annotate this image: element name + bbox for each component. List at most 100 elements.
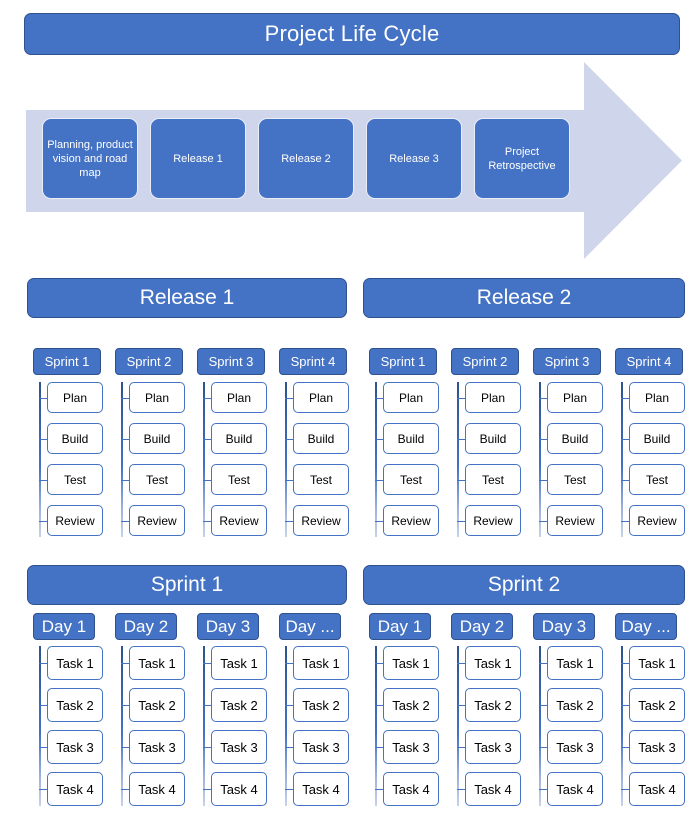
sprint-phase-list: Plan Build Test Review — [197, 382, 267, 537]
node-test[interactable]: Test — [285, 464, 349, 495]
node-test[interactable]: Test — [539, 464, 603, 495]
sprint-phase-list: Plan Build Test Review — [533, 382, 603, 537]
phase-box-planning[interactable]: Planning, product vision and road map — [42, 118, 138, 199]
sprint-phase-list: Plan Build Test Review — [115, 382, 185, 537]
node-test[interactable]: Test — [121, 464, 185, 495]
node-task-3[interactable]: Task 3 — [203, 730, 267, 764]
release-1-sprint-3-column: Sprint 3 Plan Build Test Review — [197, 348, 267, 537]
node-task-3[interactable]: Task 3 — [285, 730, 349, 764]
node-task-1[interactable]: Task 1 — [203, 646, 267, 680]
node-plan[interactable]: Plan — [621, 382, 685, 413]
phase-box-release-3[interactable]: Release 3 — [366, 118, 462, 199]
sprint-phase-list: Plan Build Test Review — [33, 382, 103, 537]
column-header-sprint-4[interactable]: Sprint 4 — [279, 348, 347, 375]
node-plan[interactable]: Plan — [285, 382, 349, 413]
node-task-3[interactable]: Task 3 — [621, 730, 685, 764]
node-task-1[interactable]: Task 1 — [539, 646, 603, 680]
column-header-day-2[interactable]: Day 2 — [451, 613, 513, 640]
node-task-4[interactable]: Task 4 — [39, 772, 103, 806]
node-task-4[interactable]: Task 4 — [621, 772, 685, 806]
node-build[interactable]: Build — [39, 423, 103, 454]
node-task-1[interactable]: Task 1 — [39, 646, 103, 680]
node-review[interactable]: Review — [39, 505, 103, 536]
node-build[interactable]: Build — [539, 423, 603, 454]
node-test[interactable]: Test — [375, 464, 439, 495]
node-review[interactable]: Review — [621, 505, 685, 536]
node-plan[interactable]: Plan — [375, 382, 439, 413]
node-task-1[interactable]: Task 1 — [375, 646, 439, 680]
node-task-3[interactable]: Task 3 — [375, 730, 439, 764]
node-review[interactable]: Review — [203, 505, 267, 536]
node-build[interactable]: Build — [457, 423, 521, 454]
node-build[interactable]: Build — [285, 423, 349, 454]
node-task-2[interactable]: Task 2 — [285, 688, 349, 722]
node-task-4[interactable]: Task 4 — [203, 772, 267, 806]
column-header-day-more[interactable]: Day ... — [279, 613, 341, 640]
sprint-1-header: Sprint 1 — [27, 565, 347, 605]
node-task-3[interactable]: Task 3 — [539, 730, 603, 764]
node-review[interactable]: Review — [375, 505, 439, 536]
node-task-2[interactable]: Task 2 — [203, 688, 267, 722]
column-header-sprint-3[interactable]: Sprint 3 — [197, 348, 265, 375]
node-task-2[interactable]: Task 2 — [375, 688, 439, 722]
column-header-day-1[interactable]: Day 1 — [369, 613, 431, 640]
column-header-day-more[interactable]: Day ... — [615, 613, 677, 640]
node-task-2[interactable]: Task 2 — [539, 688, 603, 722]
node-task-1[interactable]: Task 1 — [621, 646, 685, 680]
node-review[interactable]: Review — [121, 505, 185, 536]
sprint-phase-list: Plan Build Test Review — [369, 382, 439, 537]
node-plan[interactable]: Plan — [539, 382, 603, 413]
day-task-list: Task 1 Task 2 Task 3 Task 4 — [115, 646, 185, 806]
node-task-1[interactable]: Task 1 — [121, 646, 185, 680]
node-task-1[interactable]: Task 1 — [457, 646, 521, 680]
column-header-sprint-2[interactable]: Sprint 2 — [115, 348, 183, 375]
node-task-3[interactable]: Task 3 — [457, 730, 521, 764]
node-task-2[interactable]: Task 2 — [621, 688, 685, 722]
node-build[interactable]: Build — [121, 423, 185, 454]
node-task-2[interactable]: Task 2 — [121, 688, 185, 722]
node-task-4[interactable]: Task 4 — [375, 772, 439, 806]
right-arrow-icon — [26, 62, 682, 259]
node-task-3[interactable]: Task 3 — [121, 730, 185, 764]
column-header-sprint-1[interactable]: Sprint 1 — [369, 348, 437, 375]
node-plan[interactable]: Plan — [457, 382, 521, 413]
node-task-4[interactable]: Task 4 — [539, 772, 603, 806]
column-header-sprint-4[interactable]: Sprint 4 — [615, 348, 683, 375]
phase-box-release-2[interactable]: Release 2 — [258, 118, 354, 199]
node-task-4[interactable]: Task 4 — [457, 772, 521, 806]
release-2-sprint-3-column: Sprint 3 Plan Build Test Review — [533, 348, 603, 537]
node-task-3[interactable]: Task 3 — [39, 730, 103, 764]
node-test[interactable]: Test — [39, 464, 103, 495]
lifecycle-arrow-group: Planning, product vision and road map Re… — [26, 61, 683, 260]
day-task-list: Task 1 Task 2 Task 3 Task 4 — [197, 646, 267, 806]
node-review[interactable]: Review — [457, 505, 521, 536]
column-header-sprint-1[interactable]: Sprint 1 — [33, 348, 101, 375]
node-task-2[interactable]: Task 2 — [39, 688, 103, 722]
node-test[interactable]: Test — [457, 464, 521, 495]
sprint-2-day-2-column: Day 2 Task 1 Task 2 Task 3 Task 4 — [451, 613, 521, 806]
node-plan[interactable]: Plan — [121, 382, 185, 413]
column-header-sprint-3[interactable]: Sprint 3 — [533, 348, 601, 375]
column-header-day-3[interactable]: Day 3 — [533, 613, 595, 640]
node-build[interactable]: Build — [621, 423, 685, 454]
day-task-list: Task 1 Task 2 Task 3 Task 4 — [451, 646, 521, 806]
phase-box-release-1[interactable]: Release 1 — [150, 118, 246, 199]
node-plan[interactable]: Plan — [203, 382, 267, 413]
node-task-1[interactable]: Task 1 — [285, 646, 349, 680]
column-header-day-2[interactable]: Day 2 — [115, 613, 177, 640]
node-review[interactable]: Review — [539, 505, 603, 536]
node-test[interactable]: Test — [203, 464, 267, 495]
node-test[interactable]: Test — [621, 464, 685, 495]
node-task-4[interactable]: Task 4 — [285, 772, 349, 806]
node-task-4[interactable]: Task 4 — [121, 772, 185, 806]
column-header-sprint-2[interactable]: Sprint 2 — [451, 348, 519, 375]
column-header-day-1[interactable]: Day 1 — [33, 613, 95, 640]
column-header-day-3[interactable]: Day 3 — [197, 613, 259, 640]
node-review[interactable]: Review — [285, 505, 349, 536]
node-plan[interactable]: Plan — [39, 382, 103, 413]
phase-box-project-retrospective[interactable]: Project Retrospective — [474, 118, 570, 199]
node-build[interactable]: Build — [203, 423, 267, 454]
page-title: Project Life Cycle — [24, 13, 680, 55]
node-build[interactable]: Build — [375, 423, 439, 454]
node-task-2[interactable]: Task 2 — [457, 688, 521, 722]
